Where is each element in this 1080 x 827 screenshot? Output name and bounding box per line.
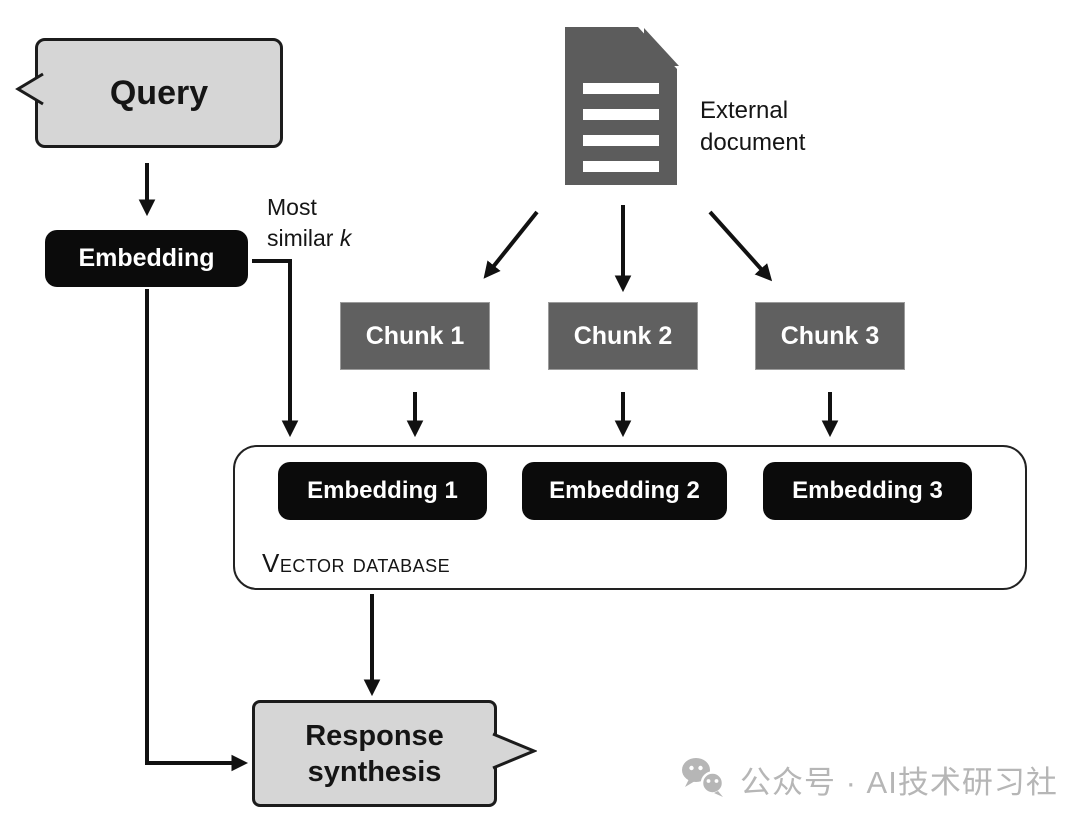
most-similar-k-var: k — [339, 225, 352, 251]
query-embedding-label: Embedding — [78, 244, 215, 272]
chunk-2-label: Chunk 2 — [573, 321, 673, 350]
chunk-1-label: Chunk 1 — [365, 321, 465, 350]
query-embedding-node: Embedding — [45, 230, 248, 287]
watermark: 公众号 · AI技术研习社 — [681, 756, 1058, 802]
vector-database-label: Vector database — [262, 548, 451, 578]
document-fold-corner — [644, 28, 679, 66]
chunk-2-node: Chunk 2 — [548, 302, 698, 370]
arrow-doc-to-chunk1 — [483, 210, 539, 279]
chunk-3-node: Chunk 3 — [755, 302, 905, 370]
chunk-3-label: Chunk 3 — [780, 321, 880, 350]
response-synthesis-node: Response synthesis — [252, 700, 537, 807]
chunk-1-node: Chunk 1 — [340, 302, 490, 370]
embedding-2-label: Embedding 2 — [549, 477, 700, 504]
embedding-1-node: Embedding 1 — [278, 462, 487, 520]
response-bubble-tail-icon — [492, 732, 537, 770]
wechat-icon — [682, 758, 725, 797]
document-text-lines — [583, 83, 659, 172]
most-similar-line2: similar — [267, 225, 340, 251]
arrow-embedding-to-db — [252, 259, 299, 438]
arrow-doc-to-chunk3 — [708, 210, 773, 282]
response-line1: Response — [305, 719, 444, 752]
document-icon — [565, 27, 679, 185]
query-bubble-tail-icon — [15, 72, 44, 106]
external-document-label: External document — [700, 97, 806, 156]
embedding-3-node: Embedding 3 — [763, 462, 972, 520]
most-similar-k-label: Most similar k — [267, 192, 351, 254]
embedding-3-label: Embedding 3 — [792, 477, 943, 504]
response-line2: synthesis — [307, 755, 442, 788]
most-similar-line1: Most — [267, 194, 317, 220]
query-node: Query — [15, 38, 283, 148]
arrow-embedding-to-response — [145, 289, 249, 772]
embedding-1-label: Embedding 1 — [307, 477, 458, 504]
embedding-2-node: Embedding 2 — [522, 462, 727, 520]
query-label: Query — [109, 73, 209, 112]
watermark-text: 公众号 · AI技术研习社 — [740, 764, 1058, 800]
